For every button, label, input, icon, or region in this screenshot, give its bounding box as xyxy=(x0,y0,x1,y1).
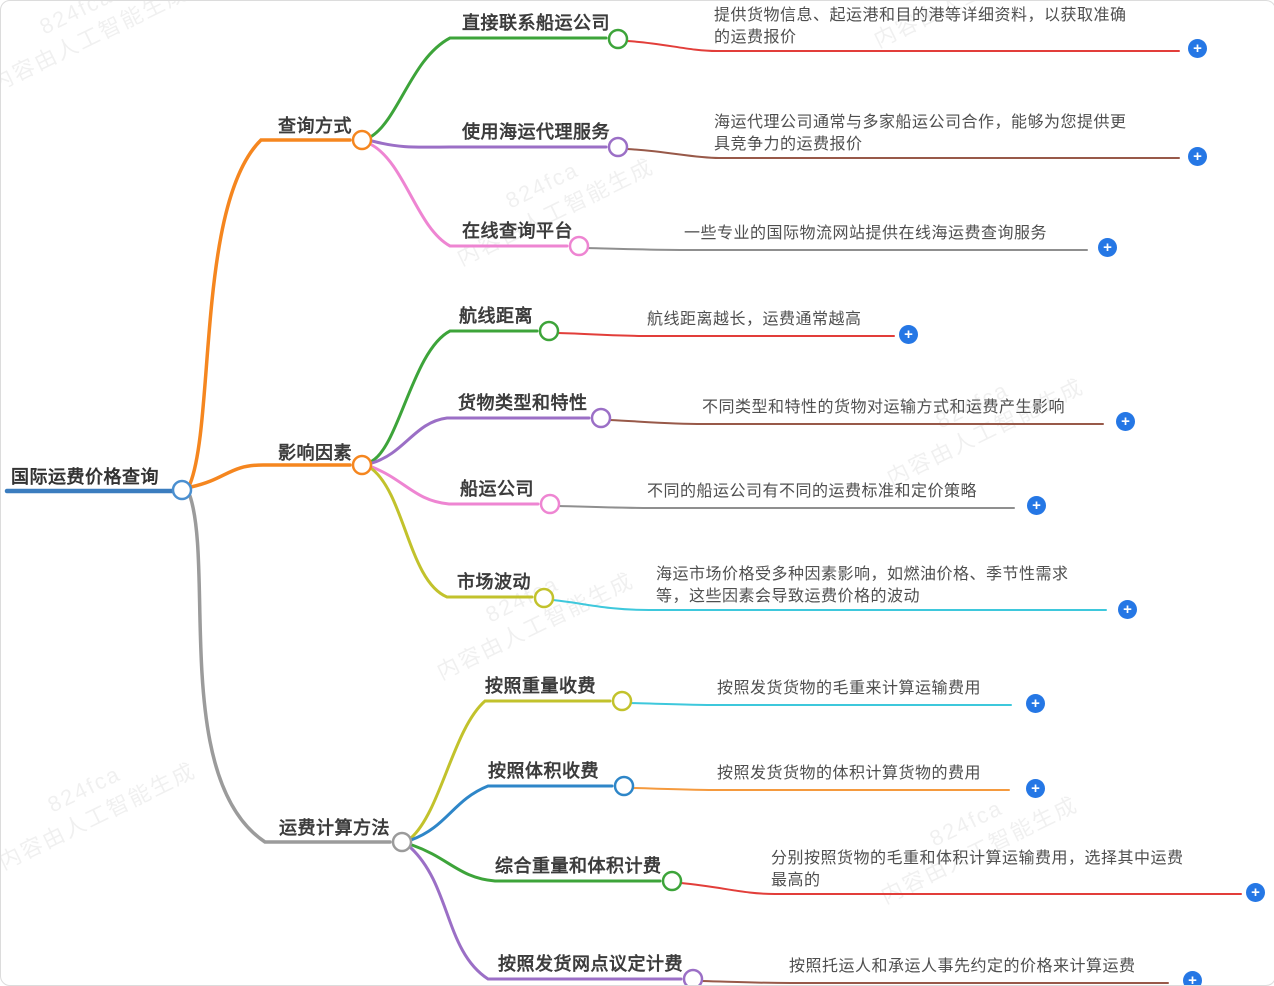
add-node-button[interactable]: + xyxy=(1246,883,1265,902)
collapse-handle-cargo-type[interactable] xyxy=(590,407,612,429)
edge-leaf-shipping-company xyxy=(370,465,540,506)
edge-desc-by-weight xyxy=(630,702,1012,706)
branch-label-query-methods[interactable]: 查询方式 xyxy=(278,116,352,136)
collapse-handle-route-distance[interactable] xyxy=(538,320,560,342)
edge-leaf-market-fluctuation xyxy=(370,467,534,599)
desc-by-volume: 按照发货货物的体积计算货物的费用 xyxy=(717,765,982,782)
collapse-handle-market-fluctuation[interactable] xyxy=(533,587,555,609)
desc-shipping-company: 不同的船运公司有不同的运费标准和定价策略 xyxy=(647,483,978,500)
edge-leaf-by-volume xyxy=(409,784,614,842)
root-node-label[interactable]: 国际运费价格查询 xyxy=(11,467,159,487)
collapse-handle-query-methods[interactable] xyxy=(351,129,373,151)
add-node-button[interactable]: + xyxy=(1183,971,1202,985)
add-node-button[interactable]: + xyxy=(1188,39,1207,58)
desc-agent-service: 海运代理公司通常与多家船运公司合作，能够为您提供更具竞争力的运费报价 xyxy=(714,114,1127,153)
add-node-button[interactable]: + xyxy=(1188,147,1207,166)
edge-root-influence-factors xyxy=(189,463,352,489)
edge-leaf-agent-service xyxy=(370,139,608,149)
edge-desc-contact-shipping xyxy=(626,40,1180,52)
add-node-button[interactable]: + xyxy=(1098,238,1117,257)
desc-online-platform: 一些专业的国际物流网站提供在线海运费查询服务 xyxy=(684,225,1048,242)
collapse-handle-calc-methods[interactable] xyxy=(391,831,413,853)
collapse-handle-root[interactable] xyxy=(171,479,193,501)
collapse-handle-combined[interactable] xyxy=(661,870,683,892)
edge-leaf-negotiated xyxy=(409,846,683,981)
leaf-label-by-weight[interactable]: 按照重量收费 xyxy=(485,676,596,696)
edge-leaf-combined xyxy=(410,843,662,883)
leaf-label-combined[interactable]: 综合重量和体积计费 xyxy=(495,856,662,876)
add-node-button[interactable]: + xyxy=(1026,779,1045,798)
desc-contact-shipping: 提供货物信息、起运港和目的港等详细资料，以获取准确的运费报价 xyxy=(714,7,1127,46)
edge-root-query-methods xyxy=(188,138,352,486)
desc-route-distance: 航线距离越长，运费通常越高 xyxy=(647,311,862,328)
edge-leaf-route-distance xyxy=(370,329,539,463)
collapse-handle-contact-shipping[interactable] xyxy=(607,28,629,50)
desc-negotiated: 按照托运人和承运人事先约定的价格来计算运费 xyxy=(789,958,1136,975)
edge-desc-cargo-type xyxy=(609,419,1104,425)
edge-desc-online-platform xyxy=(587,247,1088,251)
leaf-label-route-distance[interactable]: 航线距离 xyxy=(459,306,533,326)
leaf-label-negotiated[interactable]: 按照发货网点议定计费 xyxy=(498,954,683,974)
edge-root-calc-methods xyxy=(188,494,392,844)
leaf-label-market-fluctuation[interactable]: 市场波动 xyxy=(457,572,531,592)
edge-leaf-cargo-type xyxy=(370,416,591,465)
edge-leaf-contact-shipping xyxy=(370,36,608,138)
branch-label-calc-methods[interactable]: 运费计算方法 xyxy=(279,818,390,838)
collapse-handle-influence-factors[interactable] xyxy=(351,454,373,476)
leaf-label-by-volume[interactable]: 按照体积收费 xyxy=(488,761,599,781)
collapse-handle-negotiated[interactable] xyxy=(682,968,704,985)
leaf-label-online-platform[interactable]: 在线查询平台 xyxy=(462,221,573,241)
collapse-handle-shipping-company[interactable] xyxy=(539,493,561,515)
branch-label-influence-factors[interactable]: 影响因素 xyxy=(278,443,352,463)
leaf-label-shipping-company[interactable]: 船运公司 xyxy=(460,479,534,499)
leaf-label-agent-service[interactable]: 使用海运代理服务 xyxy=(462,122,610,142)
edge-desc-combined xyxy=(680,882,1242,895)
edge-desc-by-volume xyxy=(632,787,1010,791)
edge-desc-route-distance xyxy=(557,332,895,337)
edge-desc-shipping-company xyxy=(558,505,1015,509)
collapse-handle-online-platform[interactable] xyxy=(568,235,590,257)
add-node-button[interactable]: + xyxy=(1118,600,1137,619)
desc-by-weight: 按照发货货物的毛重来计算运输费用 xyxy=(717,680,982,697)
add-node-button[interactable]: + xyxy=(1026,694,1045,713)
add-node-button[interactable]: + xyxy=(1116,412,1135,431)
add-node-button[interactable]: + xyxy=(1027,496,1046,515)
collapse-handle-by-weight[interactable] xyxy=(611,690,633,712)
edge-desc-negotiated xyxy=(701,980,1169,984)
collapse-handle-by-volume[interactable] xyxy=(613,775,635,797)
edge-leaf-by-weight xyxy=(409,699,612,840)
desc-cargo-type: 不同类型和特性的货物对运输方式和运费产生影响 xyxy=(702,399,1066,416)
edge-desc-market-fluctuation xyxy=(552,599,1107,611)
edge-desc-agent-service xyxy=(626,148,1180,159)
add-node-button[interactable]: + xyxy=(899,325,918,344)
leaf-label-contact-shipping[interactable]: 直接联系船运公司 xyxy=(462,13,610,33)
desc-market-fluctuation: 海运市场价格受多种因素影响，如燃油价格、季节性需求等，这些因素会导致运费价格的波… xyxy=(656,566,1069,605)
desc-combined: 分别按照货物的毛重和体积计算运输费用，选择其中运费最高的 xyxy=(771,850,1184,889)
leaf-label-cargo-type[interactable]: 货物类型和特性 xyxy=(458,393,588,413)
edge-leaf-online-platform xyxy=(370,143,569,248)
collapse-handle-agent-service[interactable] xyxy=(607,136,629,158)
